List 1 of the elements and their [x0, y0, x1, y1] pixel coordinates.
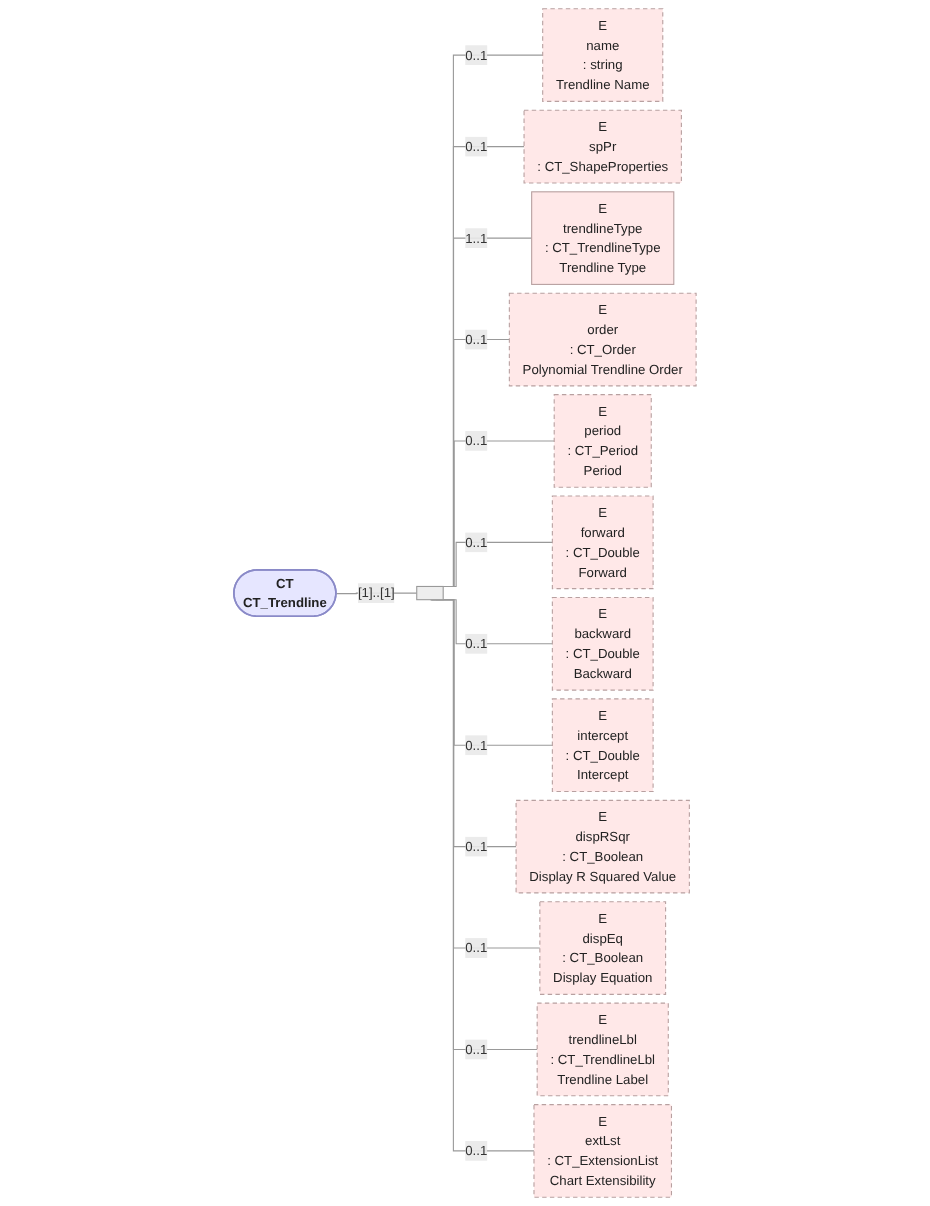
node-bar — [416, 585, 444, 601]
